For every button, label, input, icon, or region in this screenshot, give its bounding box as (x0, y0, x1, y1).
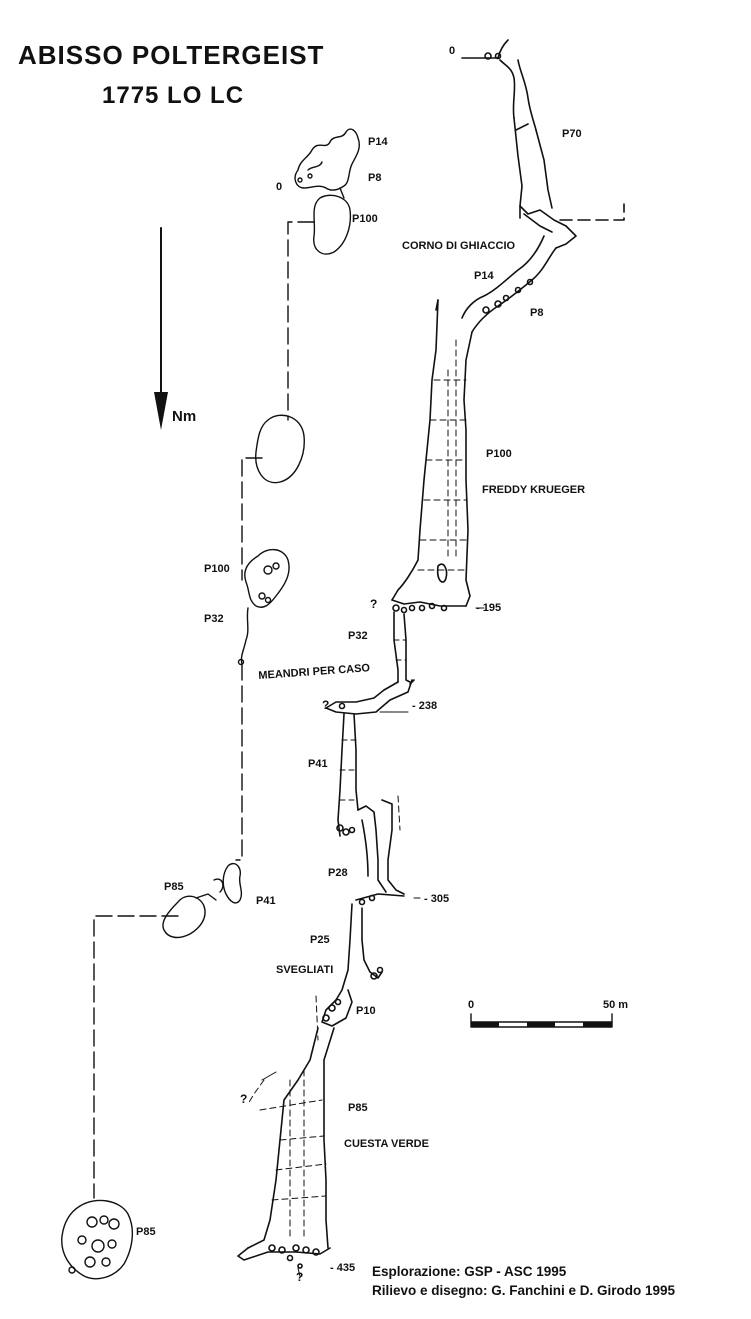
section-label-p14: P14 (474, 270, 494, 282)
section-label-p8: P8 (530, 307, 544, 319)
depth-label-435: - 435 (330, 1262, 356, 1274)
depth-label-238: - 238 (412, 700, 438, 712)
section-label-p85: P85 (348, 1102, 368, 1114)
survey-title: ABISSO POLTERGEIST (18, 40, 325, 70)
section-label-p10: P10 (356, 1005, 376, 1017)
section-label-p100: P100 (486, 448, 512, 460)
north-label: Nm (172, 408, 197, 425)
section-label-freddy-krueger: FREDDY KRUEGER (482, 484, 586, 496)
plan-label-p41: P41 (256, 895, 276, 907)
exploration-credit: Esplorazione: GSP - ASC 1995 (372, 1264, 567, 1279)
section-label-svegliati: SVEGLIATI (276, 964, 334, 976)
cadastral-code: 1775 LO LC (102, 82, 245, 109)
section-label-p32: P32 (348, 630, 368, 642)
question-mark-1: ? (370, 597, 378, 611)
survey-credit: Rilievo e disegno: G. Fanchini e D. Giro… (372, 1283, 676, 1298)
question-mark-4: ? (296, 1270, 304, 1284)
plan-view (61, 128, 361, 1280)
depth-label-305: - 305 (424, 893, 450, 905)
plan-label-p85: P85 (164, 881, 184, 893)
north-arrow-icon (154, 227, 168, 430)
section-label-p28: P28 (328, 867, 348, 879)
plan-label-p85-bottom: P85 (136, 1226, 156, 1238)
plan-label-p32: P32 (204, 613, 224, 625)
section-label-p41: P41 (308, 758, 328, 770)
plan-label-zero: 0 (276, 181, 283, 193)
section-label-cuesta-verde: CUESTA VERDE (344, 1138, 429, 1150)
plan-label-p100-top: P100 (352, 213, 378, 225)
plan-label-p100: P100 (204, 563, 230, 575)
question-mark-3: ? (240, 1092, 248, 1106)
scale-label-max: 50 m (603, 999, 629, 1011)
plan-label-p8: P8 (368, 172, 382, 184)
scale-bar (470, 1013, 613, 1028)
section-label-zero: 0 (449, 45, 456, 57)
question-mark-2: ? (322, 698, 330, 712)
section-label-p25: P25 (310, 934, 330, 946)
plan-label-p14: P14 (368, 136, 388, 148)
depth-label-195: - 195 (476, 602, 502, 614)
scale-label-zero: 0 (468, 999, 475, 1011)
section-label-p70: P70 (562, 128, 582, 140)
section-view (237, 39, 625, 1277)
section-label-corno-di-ghiaccio: CORNO DI GHIACCIO (402, 240, 516, 252)
